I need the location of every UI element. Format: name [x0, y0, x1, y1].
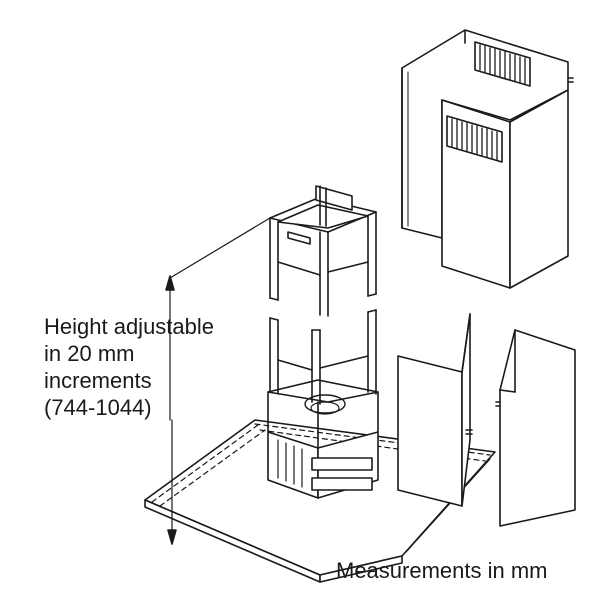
lower-frame [267, 379, 379, 499]
lower-chimney-left [397, 313, 473, 507]
height-adjustable-note: Height adjustable in 20 mm increments (7… [44, 313, 214, 421]
lower-telescopic-frame [269, 309, 377, 405]
upper-chimney-back [401, 29, 574, 239]
height-note-line: increments [44, 368, 152, 393]
upper-telescopic-frame [269, 185, 377, 317]
height-note-line: in 20 mm [44, 341, 135, 366]
measurements-note: Measurements in mm [336, 558, 548, 583]
height-note-line: Height adjustable [44, 314, 215, 339]
height-note-line: (744-1044) [44, 395, 152, 420]
height-dimension [165, 217, 271, 545]
upper-chimney-front [441, 89, 569, 289]
lower-chimney-right [495, 329, 576, 527]
